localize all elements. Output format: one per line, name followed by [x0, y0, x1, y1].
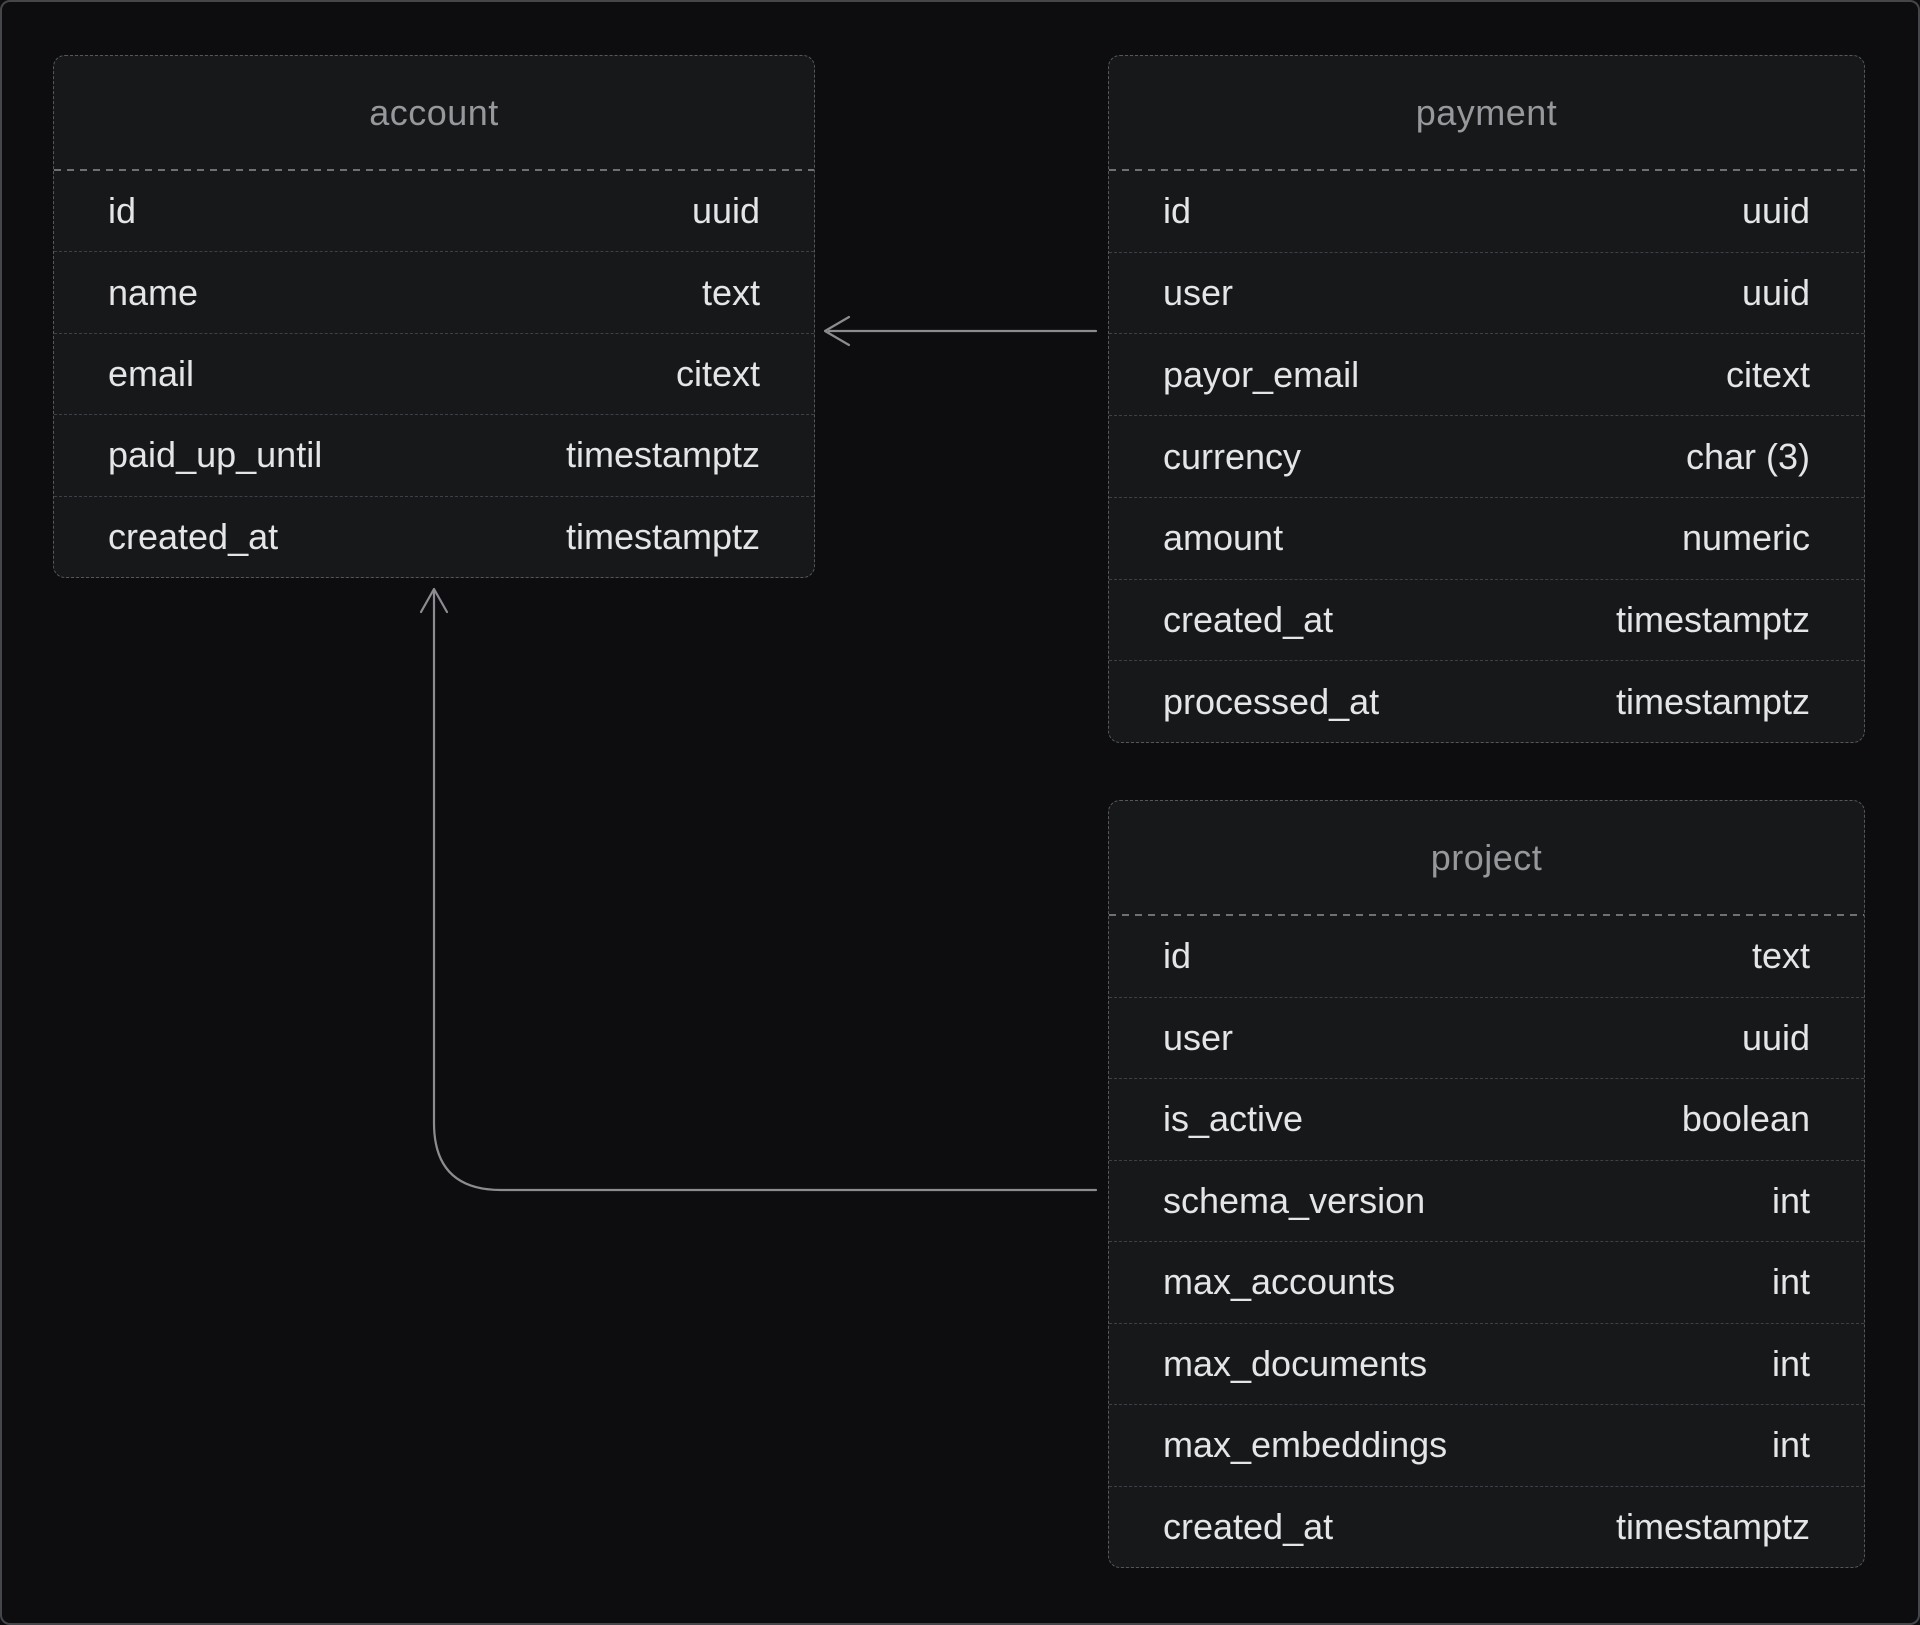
column-name: currency [1163, 435, 1302, 477]
column-type: text [701, 271, 760, 313]
column-type: timestamptz [565, 515, 760, 557]
column-name: id [1163, 935, 1192, 977]
column-name: max_accounts [1163, 1261, 1396, 1303]
column-row-max_embeddings: max_embeddings int [1109, 1404, 1864, 1486]
table-account[interactable]: account id uuid name text email citext paid_up… [53, 55, 815, 578]
column-type: citext [675, 353, 760, 395]
column-type: int [1771, 1261, 1810, 1303]
column-type: text [1751, 935, 1810, 977]
column-name: created_at [108, 515, 279, 557]
column-type: int [1771, 1424, 1810, 1466]
column-name: processed_at [1163, 680, 1380, 722]
column-row-schema_version: schema_version int [1109, 1159, 1864, 1242]
column-type: uuid [1741, 1016, 1810, 1058]
column-type: timestamptz [565, 434, 760, 476]
column-type: int [1771, 1179, 1810, 1221]
table-project-title: project [1430, 836, 1543, 878]
table-project[interactable]: project id text user uuid is_active boolean sc… [1108, 800, 1865, 1568]
column-name: created_at [1163, 1505, 1334, 1547]
arrowhead-left-icon [823, 315, 851, 347]
column-name: max_embeddings [1163, 1424, 1448, 1466]
table-payment[interactable]: payment id uuid user uuid payor_email citext c… [1108, 55, 1865, 743]
column-type: numeric [1681, 517, 1810, 559]
edge-project-to-account-line [432, 588, 1098, 1192]
column-row-created_at: created_at timestamptz [54, 495, 814, 577]
column-name: max_documents [1163, 1342, 1428, 1384]
column-row-processed_at: processed_at timestamptz [1109, 660, 1864, 742]
table-project-columns: id text user uuid is_active boolean schema_ver… [1109, 916, 1864, 1567]
column-name: user [1163, 1016, 1234, 1058]
column-row-email: email citext [54, 332, 814, 414]
column-type: char (3) [1685, 435, 1810, 477]
column-row-created_at: created_at timestamptz [1109, 578, 1864, 661]
column-name: schema_version [1163, 1179, 1426, 1221]
column-row-name: name text [54, 251, 814, 332]
column-name: id [1163, 190, 1192, 232]
column-name: is_active [1163, 1098, 1304, 1140]
column-type: uuid [691, 190, 760, 232]
column-row-paid_up_until: paid_up_until timestamptz [54, 414, 814, 495]
column-row-id: id text [1109, 916, 1864, 997]
column-type: citext [1725, 353, 1810, 395]
column-name: paid_up_until [108, 434, 323, 476]
column-type: uuid [1741, 190, 1810, 232]
column-type: timestamptz [1615, 1505, 1810, 1547]
column-type: uuid [1741, 272, 1810, 314]
edge-payment-to-account [823, 315, 1098, 347]
column-row-created_at: created_at timestamptz [1109, 1485, 1864, 1568]
column-type: boolean [1681, 1098, 1810, 1140]
column-type: timestamptz [1615, 680, 1810, 722]
column-row-user: user uuid [1109, 996, 1864, 1079]
column-row-currency: currency char (3) [1109, 415, 1864, 497]
column-row-amount: amount numeric [1109, 496, 1864, 579]
column-row-payor_email: payor_email citext [1109, 333, 1864, 415]
column-row-max_accounts: max_accounts int [1109, 1241, 1864, 1323]
column-row-id: id uuid [54, 171, 814, 251]
column-type: timestamptz [1615, 598, 1810, 640]
header-separator [54, 169, 814, 171]
column-name: id [108, 190, 137, 232]
column-row-max_documents: max_documents int [1109, 1322, 1864, 1405]
column-row-user: user uuid [1109, 251, 1864, 334]
column-name: amount [1163, 517, 1284, 559]
column-type: int [1771, 1342, 1810, 1384]
column-name: name [108, 271, 199, 313]
column-name: email [108, 353, 195, 395]
column-name: payor_email [1163, 353, 1360, 395]
column-name: user [1163, 272, 1234, 314]
column-row-id: id uuid [1109, 171, 1864, 252]
table-account-title: account [369, 91, 499, 133]
column-name: created_at [1163, 598, 1334, 640]
header-separator [1109, 169, 1864, 171]
arrowhead-up-icon [419, 587, 449, 614]
edge-project-to-account [419, 587, 1098, 1192]
table-payment-title: payment [1415, 91, 1558, 133]
header-separator [1109, 914, 1864, 916]
column-row-is_active: is_active boolean [1109, 1078, 1864, 1160]
